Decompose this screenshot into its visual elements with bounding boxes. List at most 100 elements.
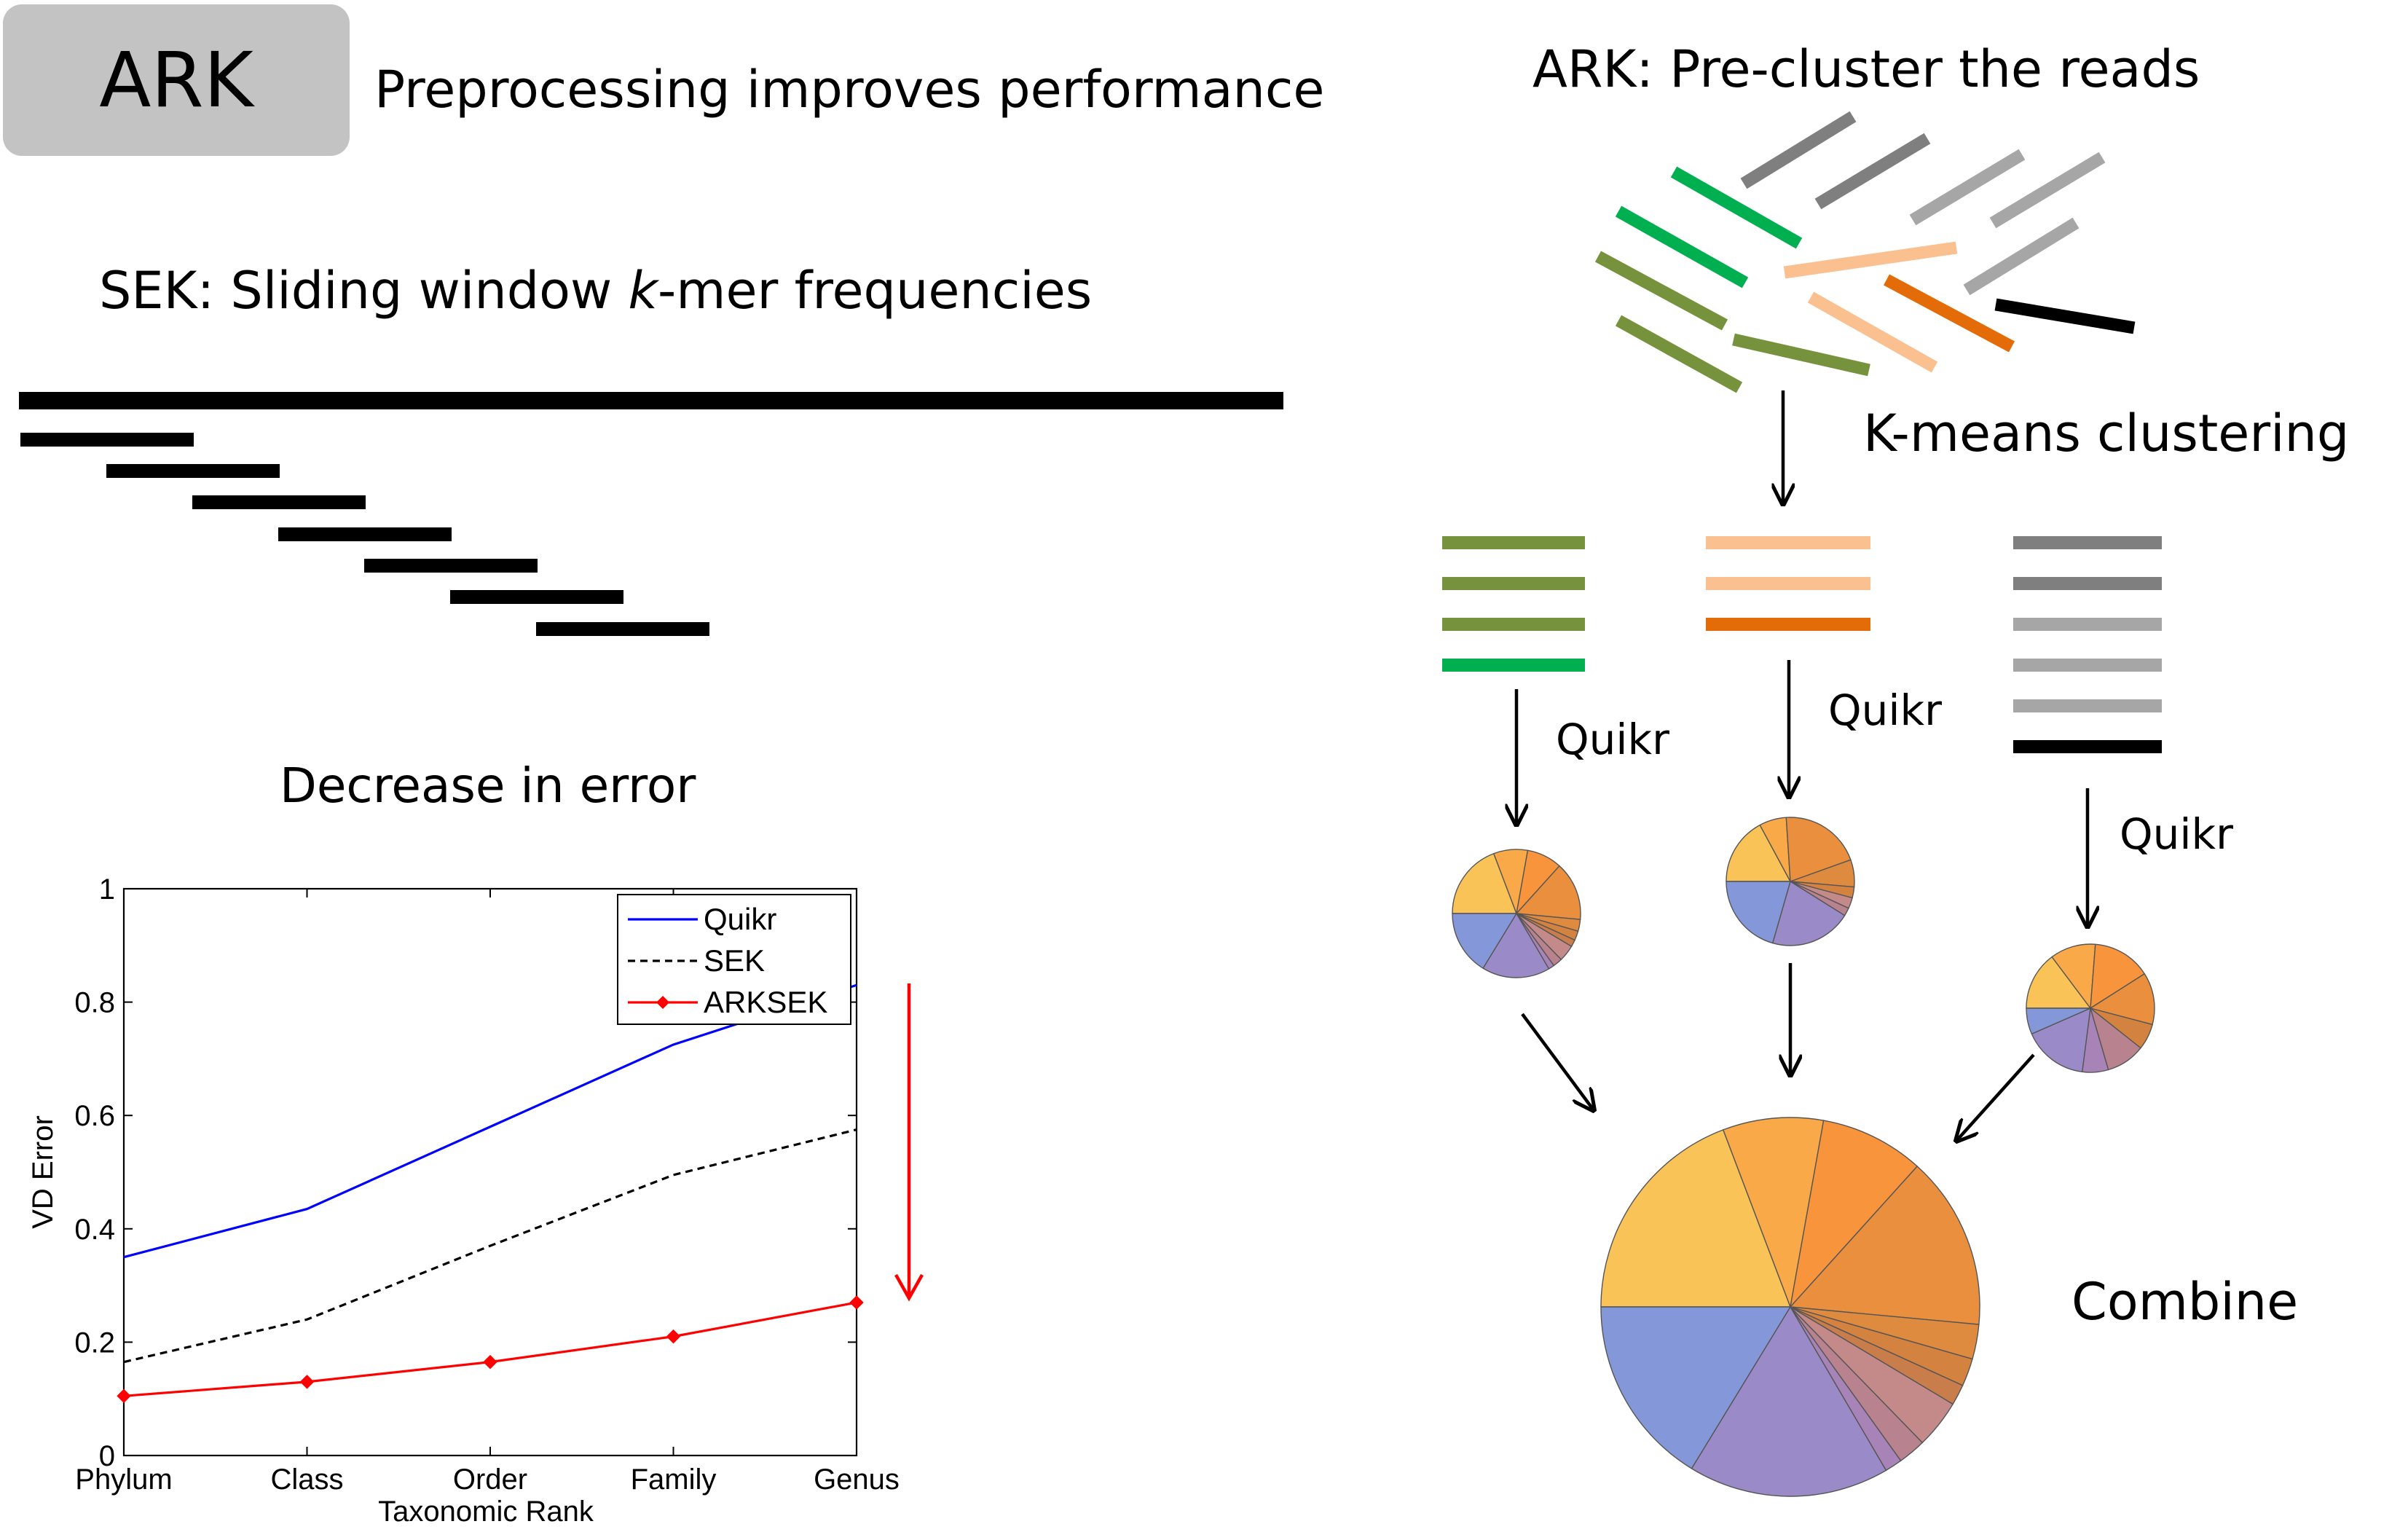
read-dark-green: [1615, 315, 1743, 393]
data-point-arksek: [117, 1388, 131, 1404]
cluster-read: [2013, 740, 2162, 753]
data-point-arksek: [666, 1329, 681, 1344]
pie-slice: [1771, 880, 1846, 946]
cluster-read: [1442, 659, 1585, 672]
full-sequence-bar: [19, 392, 1283, 409]
y-tick-label: 0: [99, 1440, 115, 1472]
series-line-sek: [123, 1128, 857, 1364]
x-tick-label: Order: [453, 1464, 527, 1496]
x-axis-label: Taxonomic Rank: [378, 1496, 594, 1528]
ark-badge: ARK: [3, 4, 350, 156]
sek-title: SEK: Sliding window k-mer frequencies: [99, 265, 1092, 316]
y-tick-label: 0.8: [74, 987, 115, 1019]
pie-slice: [1789, 1120, 1919, 1309]
read-dark-gray: [1814, 133, 1931, 210]
error-section-title: Decrease in error: [280, 758, 696, 814]
pie-slice: [1515, 865, 1581, 920]
pie-slice: [1452, 852, 1518, 914]
pie-slice: [1452, 913, 1518, 970]
pie-slice: [1600, 1128, 1792, 1308]
combined-pie-chart: [1600, 1117, 1980, 1497]
quikr-label-2: Quikr: [1828, 686, 1942, 735]
legend-label: Quikr: [704, 902, 776, 936]
pie-slice: [1726, 881, 1791, 944]
data-point-arksek: [483, 1354, 497, 1370]
pie-chart-cluster-3: [2026, 943, 2155, 1073]
pie-chart-cluster-2: [1726, 817, 1855, 946]
pie-slice: [1482, 912, 1550, 978]
read-dark-gray: [1740, 111, 1857, 189]
sek-title-prefix: SEK: Sliding window: [99, 261, 629, 321]
kmeans-label: K-means clustering: [1863, 404, 2350, 463]
combine-arrow: [1521, 1013, 1594, 1110]
cluster-gray: [2013, 536, 2162, 753]
x-tick-label: Family: [631, 1464, 717, 1496]
data-point-arksek: [849, 1295, 864, 1310]
pie-slice: [1691, 1305, 1887, 1497]
cluster-read: [2013, 536, 2162, 549]
y-tick-label: 1: [99, 873, 115, 906]
quikr-label-1: Quikr: [1556, 715, 1669, 764]
cluster-read: [1442, 577, 1585, 590]
pie-slice: [2026, 1007, 2091, 1035]
cluster-read: [2013, 577, 2162, 590]
sek-title-k: k: [628, 261, 658, 321]
kmer-window-bar: [192, 495, 366, 509]
read-dark-orange: [1883, 274, 2015, 353]
cluster-read: [2013, 699, 2162, 712]
x-tick-label: Class: [270, 1464, 343, 1496]
kmer-window-bar: [20, 433, 194, 447]
read-dark-green: [1732, 333, 1870, 377]
quikr-label-3: Quikr: [2120, 809, 2233, 859]
read-bright-green: [1615, 205, 1749, 288]
cluster-read: [1442, 536, 1585, 549]
pie-slice: [1600, 1306, 1792, 1469]
y-axis-label: VD Error: [27, 1115, 59, 1229]
cluster-read: [1706, 536, 1870, 549]
pie-slice: [2089, 973, 2155, 1026]
read-light-orange: [1783, 241, 1958, 279]
pie-slice: [2051, 943, 2096, 1010]
data-point-arksek: [299, 1375, 315, 1389]
pie-slice: [2031, 1007, 2091, 1073]
pie-chart-cluster-1: [1452, 849, 1581, 978]
ark-precluster-title: ARK: Pre-cluster the reads: [1532, 39, 2200, 99]
read-dark-green: [1594, 251, 1728, 331]
legend-marker: [656, 996, 669, 1009]
y-tick-label: 0.6: [74, 1100, 115, 1132]
pie-slice: [2090, 943, 2146, 1010]
kmer-window-bar: [278, 527, 452, 541]
cluster-read: [1706, 577, 1870, 590]
read-light-gray: [1909, 149, 2026, 226]
pie-slice: [2026, 956, 2092, 1009]
pie-slice: [1789, 1166, 1980, 1325]
kmer-window-bar: [450, 590, 623, 604]
slide-title: Preprocessing improves performance: [374, 60, 1325, 119]
kmer-window-bar: [106, 464, 280, 478]
cluster-read: [2013, 659, 2162, 672]
decrease-arrow-head: [894, 1273, 924, 1302]
legend-label: SEK: [704, 943, 765, 978]
read-light-gray: [1963, 217, 2080, 296]
legend-label: ARKSEK: [704, 985, 827, 1019]
combine-arrow: [1956, 1053, 2035, 1141]
read-bright-green: [1670, 166, 1803, 249]
read-light-gray: [1989, 152, 2106, 229]
sek-title-suffix: -mer frequencies: [658, 261, 1093, 321]
read-light-orange: [1807, 291, 1938, 373]
cluster-read: [2013, 618, 2162, 631]
combine-label: Combine: [2071, 1272, 2299, 1332]
ark-badge-label: ARK: [99, 36, 253, 125]
unclustered-reads: [1594, 111, 2136, 393]
x-tick-label: Genus: [814, 1464, 900, 1496]
kmer-window-bar: [536, 622, 709, 636]
y-tick-label: 0.2: [74, 1327, 115, 1359]
x-tick-label: Phylum: [75, 1464, 172, 1496]
cluster-green: [1442, 536, 1585, 672]
read-black: [1994, 298, 2136, 334]
cluster-read: [1706, 618, 1870, 631]
